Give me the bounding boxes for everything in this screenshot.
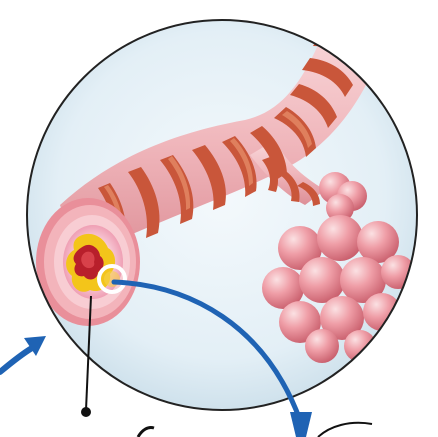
blue-arrow-left-shaft (0, 348, 32, 372)
bottom-fragment-mark (138, 427, 154, 437)
bottom-right-fragment (318, 423, 372, 437)
bronchiole-cross-section (36, 198, 140, 326)
blue-arrow-head (290, 412, 312, 437)
pointer-dot (81, 407, 91, 417)
